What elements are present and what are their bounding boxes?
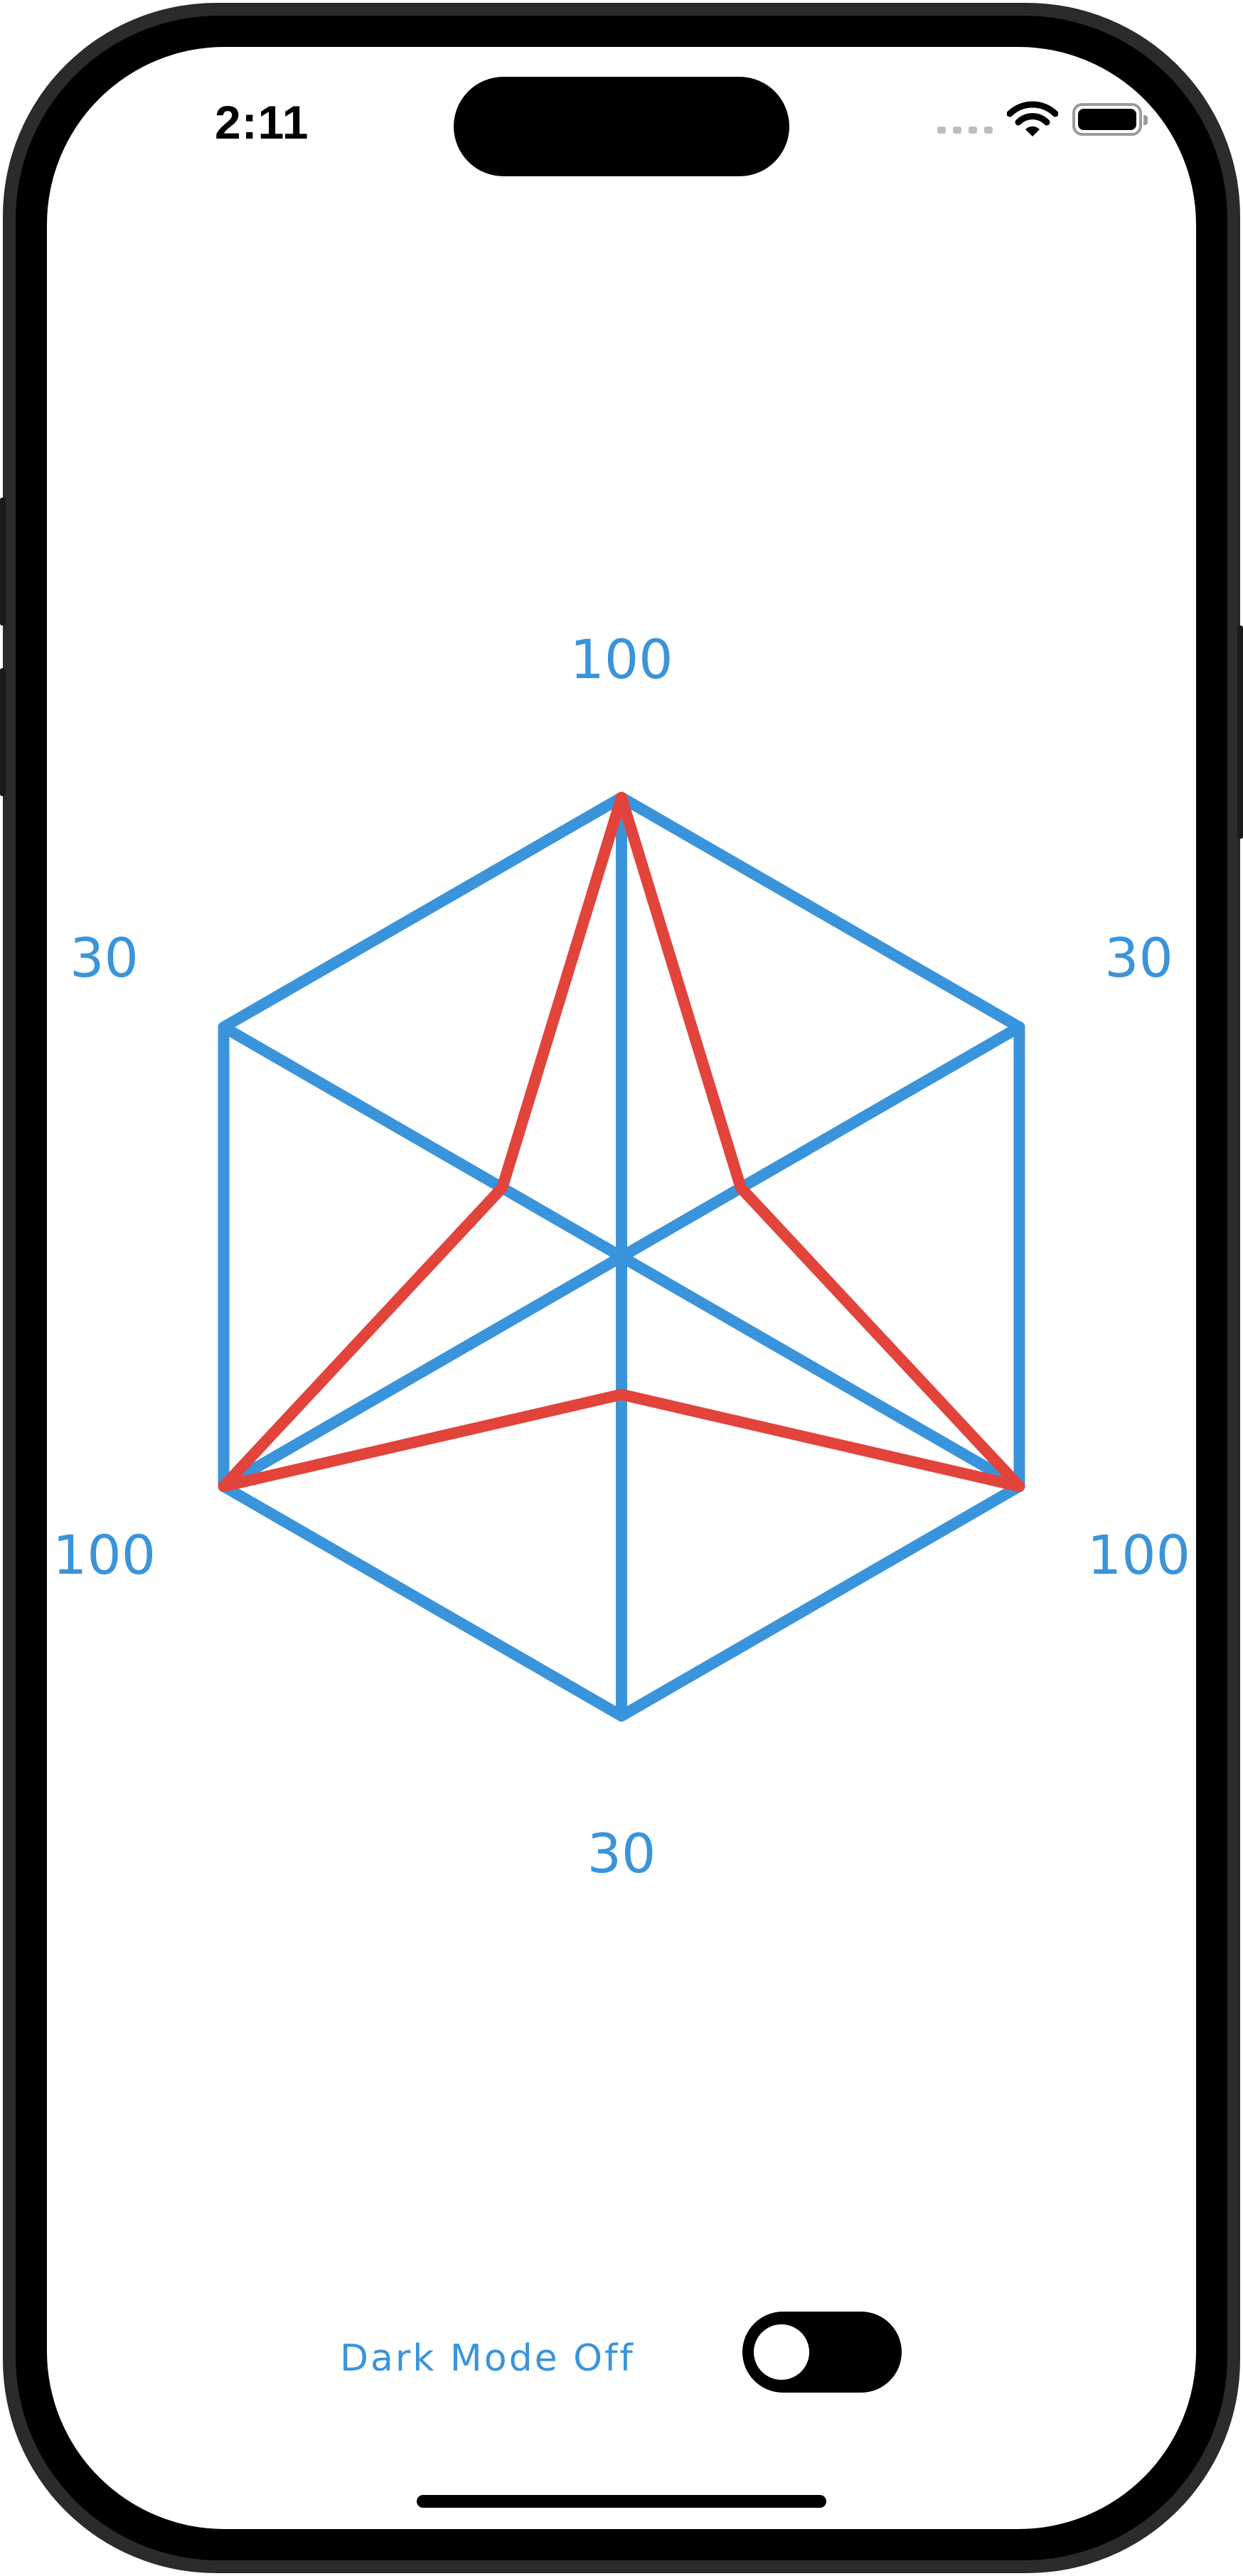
radar-series [218, 792, 1025, 1492]
app-screen: 2:11 100 30 100 30 100 30 Dark Mode Off [47, 47, 1196, 2529]
radar-axis-spoke [218, 1251, 627, 1492]
home-indicator[interactable] [417, 2495, 826, 2508]
toggle-knob [754, 2324, 809, 2380]
status-time: 2:11 [215, 96, 309, 149]
radar-axis-label: 100 [53, 1523, 156, 1587]
radar-axis-spoke [218, 1021, 627, 1262]
dark-mode-label: Dark Mode Off [340, 2337, 635, 2380]
dark-mode-toggle[interactable] [742, 2312, 902, 2393]
radar-chart: 100 30 100 30 100 30 [53, 628, 1190, 1885]
radar-series-polygon [218, 792, 1025, 1492]
wifi-icon [1007, 101, 1058, 136]
status-icons [937, 100, 1148, 139]
radar-axis-label: 100 [570, 628, 673, 691]
battery-icon [1072, 103, 1148, 136]
side-button [0, 668, 6, 796]
side-button [0, 498, 6, 626]
radar-axis-spoke [616, 1251, 1025, 1492]
radar-grid [218, 792, 1025, 1722]
radar-axis-label: 100 [1087, 1523, 1190, 1587]
radar-axis-label: 30 [1104, 926, 1173, 989]
dynamic-island [454, 77, 789, 176]
side-button [1237, 626, 1243, 839]
radar-axis-spoke [616, 1021, 1025, 1262]
dark-mode-row: Dark Mode Off [47, 2309, 1196, 2401]
cellular-signal-icon [937, 105, 993, 134]
radar-axis-label: 30 [587, 1822, 656, 1885]
radar-axis-label: 30 [70, 926, 139, 989]
radar-axis-labels: 100 30 100 30 100 30 [53, 628, 1190, 1885]
